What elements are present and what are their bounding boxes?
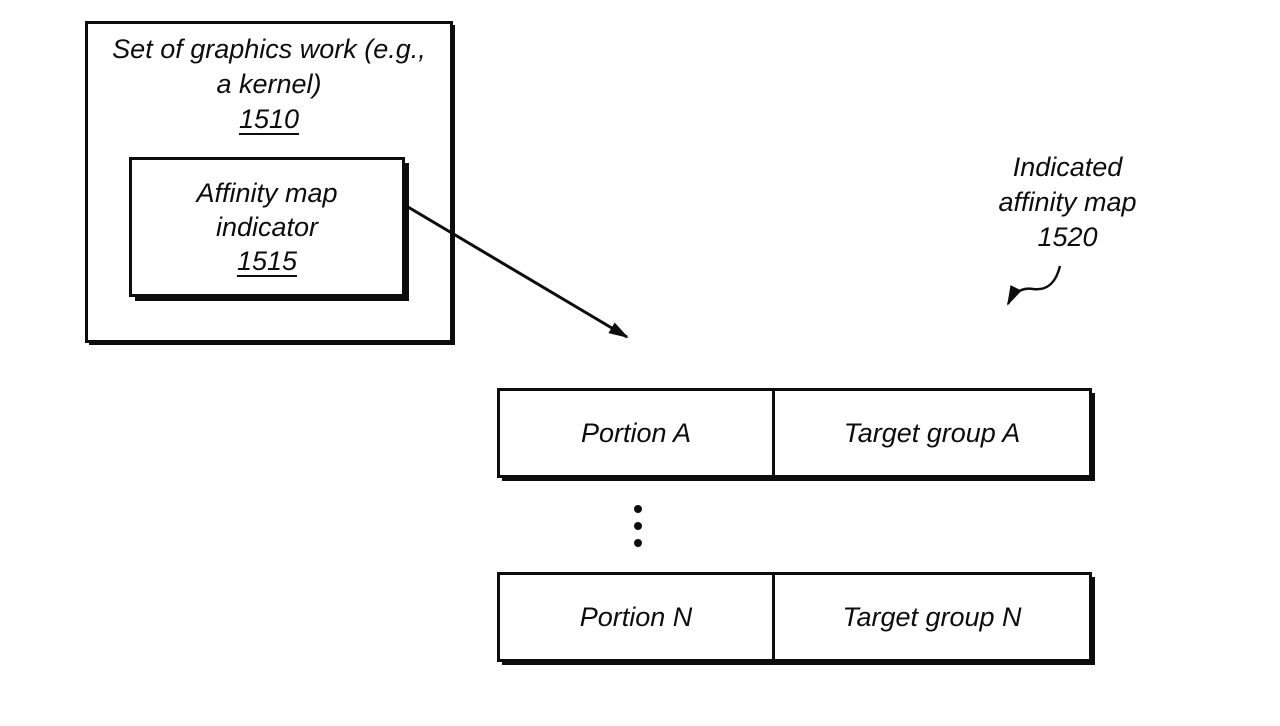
portion-cell-n: Portion N [500,575,775,659]
target-group-n-label: Target group N [842,601,1022,632]
portion-n-label: Portion N [579,601,693,632]
graphics-work-ref: 1510 [238,104,300,134]
callout-line2: affinity map [998,187,1137,217]
callout-ref: 1520 [1037,222,1098,252]
affinity-map-row-n: Portion N Target group N [497,572,1092,662]
ellipsis-dot [634,539,642,547]
target-group-a-label: Target group A [843,417,1021,448]
graphics-work-title-line2: a kernel) [216,69,322,99]
target-group-cell-a: Target group A [775,391,1089,475]
indicator-label-line2: indicator [215,212,319,242]
indicated-affinity-map-label: Indicated affinity map 1520 [975,150,1160,255]
affinity-map-row-a: Portion A Target group A [497,388,1092,478]
affinity-map-indicator-box: Affinity map indicator 1515 [129,157,405,297]
portion-cell-a: Portion A [500,391,775,475]
vertical-ellipsis [634,505,642,547]
callout-curved-arrow [1006,265,1062,306]
ellipsis-dot [634,505,642,513]
callout-line1: Indicated [1012,152,1123,182]
graphics-work-title-line1: Set of graphics work (e.g., [112,34,426,64]
ellipsis-dot [634,522,642,530]
portion-a-label: Portion A [580,417,692,448]
indicator-ref: 1515 [236,246,298,276]
indicator-label-line1: Affinity map [196,178,338,208]
target-group-cell-n: Target group N [775,575,1089,659]
